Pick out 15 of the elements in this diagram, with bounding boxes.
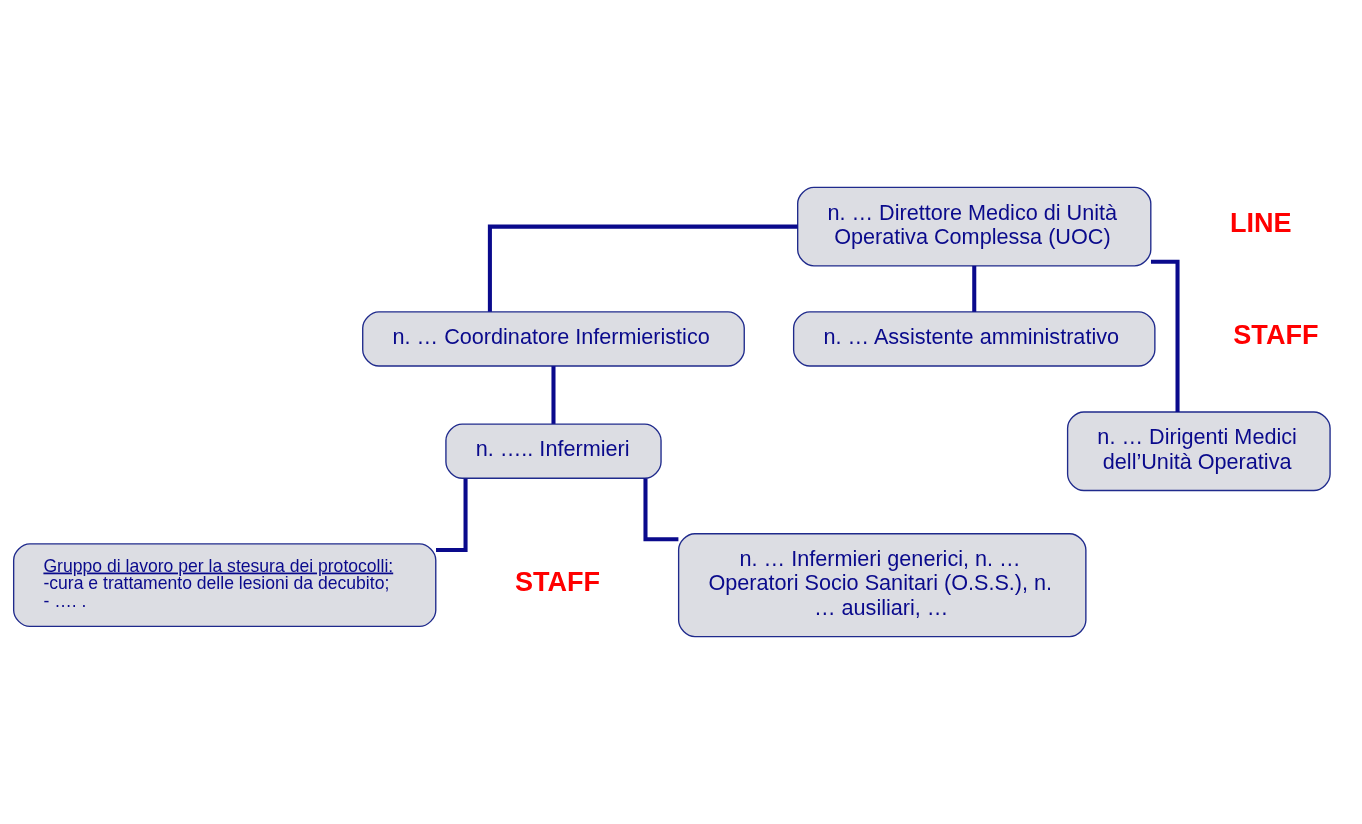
- label: LINE: [1229, 208, 1292, 239]
- node-box: Gruppo di lavoro per la stesura dei protocolli: -cura e trattamento delle lesioni da decubito; - …. .: [13, 543, 437, 628]
- node-box: n. … Infermieri generici, n. … Operatori Socio Sanitari (O.S.S.), n. … ausiliari, …: [677, 533, 1087, 638]
- connector: [643, 478, 679, 542]
- connector: [551, 366, 556, 424]
- node-box: n. … Dirigenti Medici dell’Unità Operativa: [1066, 411, 1331, 492]
- node-box: n. … Direttore Medico di Unità Operativa Complessa (UOC): [797, 186, 1152, 267]
- node-box: n. … Assistente amministrativo: [792, 311, 1156, 367]
- connector: [436, 478, 468, 553]
- connector: [972, 265, 977, 312]
- label: STAFF: [1233, 320, 1319, 351]
- node-box: n. … Coordinatore Infermieristico: [362, 311, 745, 367]
- label: STAFF: [514, 566, 601, 597]
- connector: [487, 224, 798, 312]
- node-box: n. ….. Infermieri: [445, 423, 662, 479]
